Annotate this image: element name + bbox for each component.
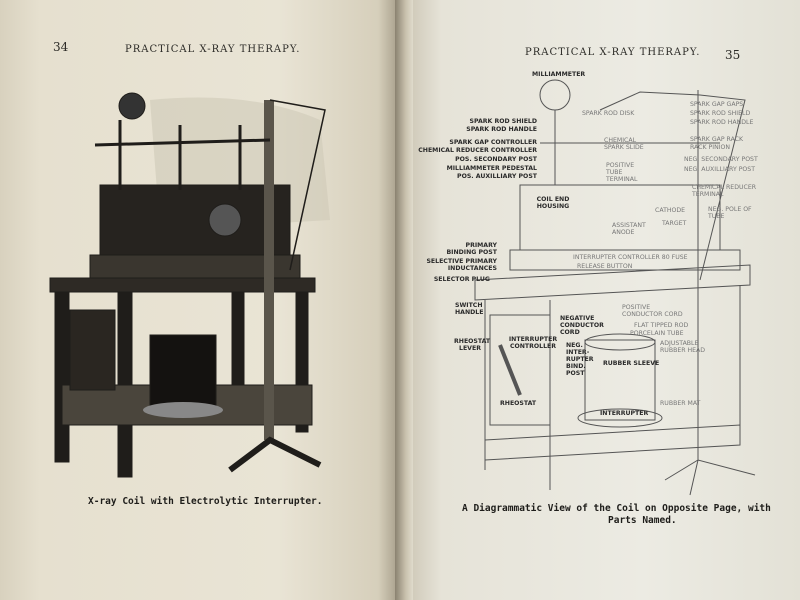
caption-left: X-ray Coil with Electrolytic Interrupter… xyxy=(88,496,323,507)
part-label: SPARK ROD HANDLE xyxy=(466,126,537,133)
part-label: PORCELAIN TUBE xyxy=(630,330,684,337)
caption-right-line1: A Diagrammatic View of the Coil on Oppos… xyxy=(462,503,771,514)
part-label: NEG. POLE OF TUBE xyxy=(708,206,752,220)
part-label: POS. SECONDARY POST xyxy=(455,156,537,163)
part-label: RACK PINION xyxy=(690,144,731,151)
part-label: SPARK ROD SHIELD xyxy=(469,118,537,125)
coil-diagram xyxy=(474,79,756,496)
part-label: SWITCH HANDLE xyxy=(455,302,484,316)
part-label: NEG. SECONDARY POST xyxy=(684,156,758,163)
part-label: POSITIVE CONDUCTOR CORD xyxy=(622,304,683,318)
book-spine xyxy=(395,0,413,600)
part-label: SELECTIVE PRIMARY INDUCTANCES xyxy=(426,258,497,272)
page-number-left: 34 xyxy=(53,40,69,54)
part-label: CHEMICAL REDUCER CONTROLLER xyxy=(418,147,537,154)
part-label: NEG. AUXILLIARY POST xyxy=(684,166,756,173)
part-label: SPARK GAP CONTROLLER xyxy=(449,139,537,146)
part-label: SPARK ROD DISK xyxy=(582,110,635,117)
part-label: SELECTOR PLUG xyxy=(433,276,490,283)
part-label: SPARK ROD SHIELD xyxy=(690,110,751,117)
part-label: POS. AUXILLIARY POST xyxy=(457,173,537,180)
part-label: CATHODE xyxy=(655,207,686,214)
part-label: CHEMICAL REDUCER TERMINAL xyxy=(692,184,757,198)
part-label: SPARK GAP GAPS xyxy=(690,101,744,108)
part-label: RELEASE BUTTON xyxy=(577,263,633,270)
part-label: ADJUSTABLE RUBBER HEAD xyxy=(660,340,706,354)
running-head-left: PRACTICAL X-RAY THERAPY. xyxy=(125,44,301,55)
part-label: SPARK GAP RACK xyxy=(690,136,744,143)
part-label: INTERRUPTER CONTROLLER xyxy=(508,336,558,350)
part-label: RUBBER SLEEVE xyxy=(603,360,660,367)
part-label: FLAT TIPPED ROD xyxy=(634,322,689,329)
part-label: SPARK ROD HANDLE xyxy=(690,119,754,126)
part-label: INTERRUPTER CONTROLLER 80 FUSE xyxy=(573,254,688,261)
part-label: COIL END HOUSING xyxy=(536,196,570,210)
running-head-right: PRACTICAL X-RAY THERAPY. xyxy=(525,47,701,58)
page-number-right: 35 xyxy=(725,48,741,62)
coil-illustration xyxy=(49,92,330,478)
part-label: MILLIAMMETER xyxy=(532,71,586,78)
part-label: NEGATIVE CONDUCTOR CORD xyxy=(560,315,604,336)
part-label: TARGET xyxy=(662,220,687,227)
part-label: INTERRUPTER xyxy=(600,410,649,417)
part-label: RHEOSTAT xyxy=(500,400,537,407)
part-label: MILLIAMMETER PEDESTAL xyxy=(446,165,537,172)
part-label: POSITIVE TUBE TERMINAL xyxy=(606,162,638,183)
caption-right-line2: Parts Named. xyxy=(608,515,677,526)
part-label: RUBBER MAT xyxy=(660,400,701,407)
part-label: RHEOSTAT LEVER xyxy=(454,338,491,352)
part-label: ASSISTANT ANODE xyxy=(612,222,646,236)
part-label: NEG. INTER-RUPTER BIND. POST xyxy=(566,342,594,377)
part-label: PRIMARY BINDING POST xyxy=(446,242,497,256)
part-label: CHEMICAL SPARK SLIDE xyxy=(604,137,644,151)
